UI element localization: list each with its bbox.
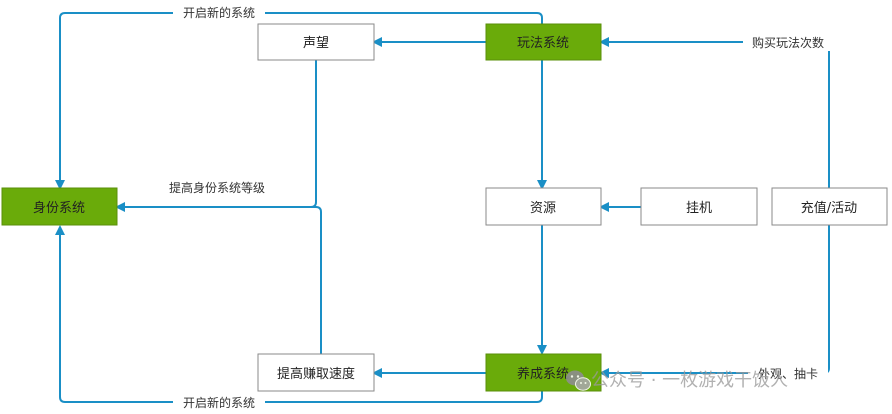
node-chongzhi-label: 充值/活动: [801, 200, 857, 216]
edge-wanfa-to-shenfen-top: [55, 12, 543, 190]
edge-tigao-merge: [315, 206, 322, 354]
node-wanfa: 玩法系统: [485, 23, 602, 61]
label-appearance: 外观、抽卡: [758, 367, 818, 381]
label-buy-times: 购买玩法次数: [752, 35, 824, 50]
watermark-text: 公众号 · 一枚游戏干饭人: [591, 370, 788, 391]
node-ziyuan-label: 资源: [530, 201, 556, 216]
node-shenfen: 身份系统: [1, 187, 118, 226]
node-guaji: 挂机: [640, 187, 758, 226]
watermark: 公众号 · 一枚游戏干饭人: [566, 370, 788, 391]
node-shengwang: 声望: [257, 23, 375, 61]
label-bottom-open: 开启新的系统: [183, 395, 255, 410]
edge-chongzhi-to-wanfa: [599, 37, 830, 188]
edge-shengwang-merge: [310, 60, 317, 208]
label-top-open: 开启新的系统: [183, 5, 255, 20]
node-yangcheng-label: 养成系统: [517, 366, 569, 382]
label-raise-level: 提高身份系统等级: [169, 180, 265, 195]
node-shengwang-label: 声望: [303, 35, 329, 51]
node-tigao: 提高赚取速度: [257, 353, 375, 392]
node-wanfa-label: 玩法系统: [517, 36, 569, 51]
node-chongzhi: 充值/活动: [771, 187, 888, 226]
node-guaji-label: 挂机: [686, 201, 712, 216]
edge-chongzhi-to-yangcheng: [599, 225, 830, 378]
node-tigao-label: 提高赚取速度: [277, 366, 355, 382]
node-ziyuan: 资源: [485, 187, 602, 226]
edge-yangcheng-to-shenfen-bottom: [55, 225, 543, 403]
wechat-icon: [566, 370, 591, 391]
node-shenfen-label: 身份系统: [33, 200, 85, 216]
